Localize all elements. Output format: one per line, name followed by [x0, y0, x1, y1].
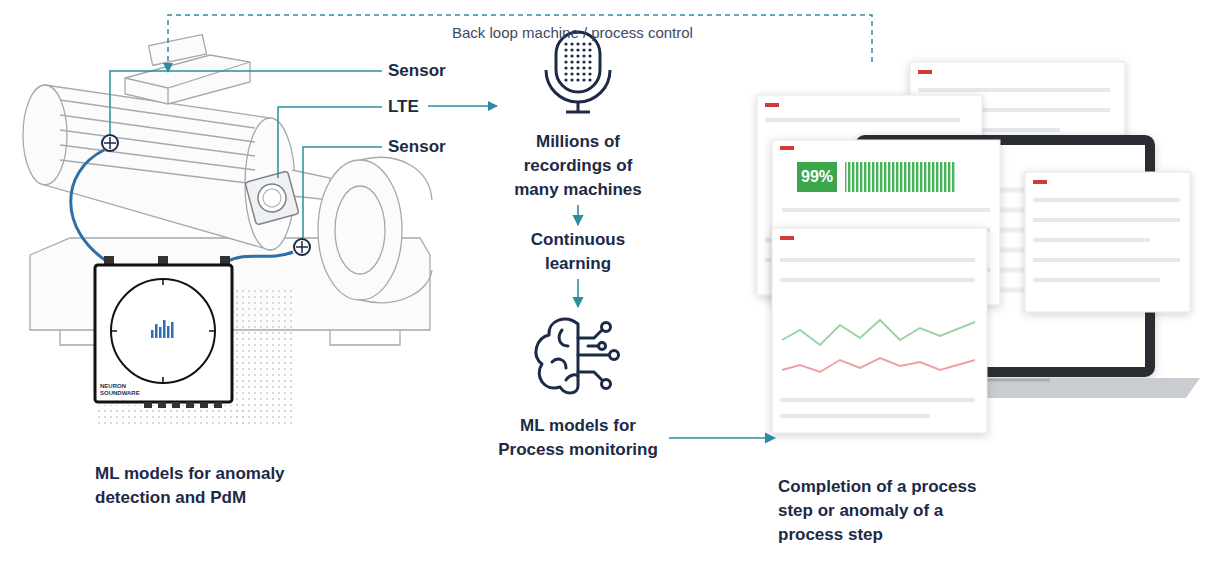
- lte-modem: [245, 171, 299, 225]
- node-text: Continuous learning: [503, 228, 653, 276]
- leader-line: [110, 71, 382, 238]
- flow-arrow: [577, 205, 579, 225]
- microphone-icon: [546, 32, 610, 112]
- flow-step: Continuous learning: [503, 228, 653, 276]
- dashboard-screenshots: [757, 62, 1200, 433]
- lte-label: LTE: [388, 96, 428, 118]
- sensor-device: [95, 256, 232, 408]
- flow-arrow: [669, 437, 775, 439]
- result-text: Completion of a process step or anomaly …: [778, 430, 993, 547]
- sensor-symbol: [102, 135, 310, 255]
- flow-step: Millions of recordings of many machines: [503, 28, 653, 202]
- flow-step: ML models for Process monitoring: [490, 310, 666, 462]
- flow-arrow: [577, 279, 579, 307]
- node-text: ML models for Process monitoring: [490, 414, 666, 462]
- node-text: ML models for anomaly detection and PdM: [95, 462, 335, 510]
- sensor-label: Sensor: [388, 136, 478, 158]
- caption-text: ML models for anomaly detection and PdM: [95, 462, 335, 510]
- back-loop-line: [168, 15, 872, 72]
- lte-arrow: [428, 105, 497, 107]
- loop-label: Back loop machine / process control: [452, 24, 752, 42]
- kpi-value: 99%: [797, 162, 837, 192]
- node-text: Completion of a process step or anomaly …: [778, 475, 993, 547]
- brand-logo: NEURON SOUNDWARE: [100, 383, 142, 396]
- sensor-label: Sensor: [388, 60, 478, 82]
- node-text: Millions of recordings of many machines: [503, 130, 653, 202]
- brain-icon: [536, 319, 619, 393]
